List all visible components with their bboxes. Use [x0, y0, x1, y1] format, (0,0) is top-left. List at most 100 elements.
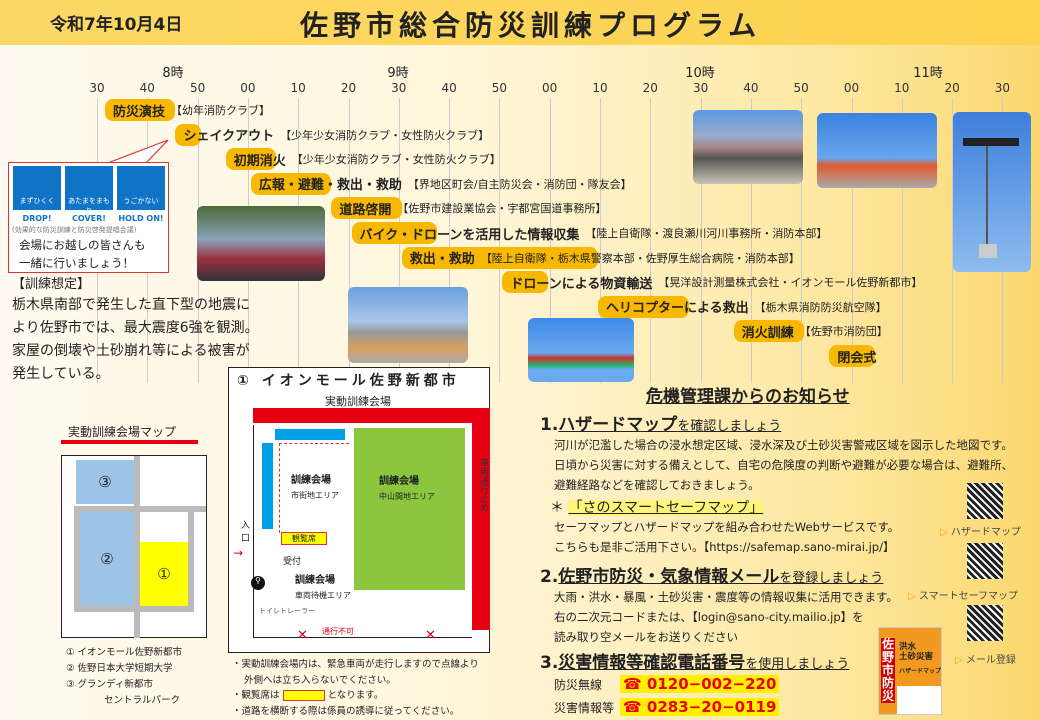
event-organizations: 【栃木県消防防災航空隊】	[754, 300, 887, 314]
event-title: 初期消火	[233, 153, 286, 169]
event-organizations: 【界地区町会/自主防災会・消防団・隊友会】	[407, 177, 632, 191]
event-title: シェイクアウト	[183, 129, 275, 145]
no-pass-label: 通行不可	[322, 627, 354, 636]
area-map: ③ ② ①	[61, 455, 207, 638]
phone-number[interactable]: ☎ 0120−002−220	[620, 675, 780, 693]
no-pass-x-icon: ✕	[297, 628, 308, 643]
notice-line: 読み取り空メールをお送りください	[554, 630, 738, 644]
minute-tick: 50	[189, 81, 206, 95]
hour-label: 9時	[387, 66, 409, 81]
notice-line: 避難経路などを確認しておきましょう。	[554, 478, 760, 492]
event-title: 救出・救助	[409, 252, 475, 268]
event-organizations: 【少年少女消防クラブ・女性防火クラブ】	[291, 153, 501, 167]
notice-line: 右の二次元コードまたは、【login@sano-city.mailio.jp】を	[554, 610, 864, 624]
minute-tick: 00	[542, 81, 558, 95]
minute-tick: 30	[692, 81, 709, 95]
venue-map: ① イオンモール佐野新都市 実動訓練会場 車両通行止め 訓練会場 市街地エリア …	[228, 367, 490, 653]
photo-crowd	[197, 206, 325, 281]
legend-item: ② 佐野日本大学短期大学	[66, 663, 173, 674]
scenario: 【訓練想定】 栃木県南部で発生した直下型の地震に より佐野市では、最大震度6強を…	[12, 276, 259, 386]
mail-heading: 佐野市防災・気象情報メール	[558, 567, 780, 587]
timeline-event: ヘリコプターによる救出【栃木県消防防災航空隊】	[597, 295, 887, 318]
note: 実動訓練会場内は、緊急車両が走行しますので点線より	[241, 659, 479, 670]
qr-code-smart-safe-map[interactable]	[967, 543, 1003, 579]
event-title-rest: による救出	[683, 301, 749, 317]
gridline	[952, 98, 954, 383]
hour-label: 10時	[685, 66, 715, 81]
minute-tick: 30	[391, 81, 407, 95]
minute-tick: 10	[894, 81, 910, 95]
page-title: 佐野市総合防災訓練プログラム	[300, 9, 762, 42]
gridline	[801, 98, 803, 383]
event-title: 道路啓開	[339, 202, 392, 218]
timeline-event: 防災演技【幼年消防クラブ】	[105, 99, 270, 121]
minute-tick: 10	[592, 81, 608, 95]
notice-line: 大雨・洪水・暴風・土砂災害・震度等の情報収集に活用できます。	[554, 590, 898, 604]
notice-section-1: 1.ハザードマップを確認しましょう 河川が氾濫した場合の浸水想定区域、浸水深及び…	[540, 410, 1013, 557]
qr-label: ▷ メール登録	[955, 655, 1016, 666]
minute-tick: 50	[491, 81, 508, 95]
event-duration-bar	[250, 172, 332, 195]
legend-item: ③ グランディ新都市	[66, 679, 153, 690]
scenario-heading: 【訓練想定】	[12, 277, 91, 292]
event-organizations: 【幼年消防クラブ】	[171, 104, 271, 117]
notice-line: 日頃から災害に対する備えとして、自宅の危険度の判断や避難が必要な場合は、避難所、	[554, 458, 1014, 472]
timeline-event: バイク・ドローンを活用した情報収集【陸上自衛隊・渡良瀬川河川事務所・消防本部】	[351, 222, 827, 244]
shakeout-callout: まずひくく あたまをまもり うごかない DROP! COVER! HOLD ON…	[8, 162, 169, 273]
hour-label: 11時	[913, 66, 943, 81]
qr-label: ▷ ハザードマップ	[940, 527, 1021, 538]
qr-label: ▷ スマートセーフマップ	[908, 591, 1018, 602]
scenario-line: より佐野市では、最大震度6強を観測。	[12, 320, 259, 336]
event-duration-bar	[401, 246, 598, 269]
entrance-label: 入口	[241, 521, 251, 544]
qr-code-mail[interactable]	[967, 605, 1003, 641]
spectator-seats: 観覧席	[281, 532, 327, 545]
event-organizations: 【陸上自衛隊・栃木県警察本部・佐野厚生総合病院・消防本部】	[480, 251, 800, 265]
shakeout-message-1: 会場にお越しの皆さんも	[19, 238, 146, 252]
gridline	[449, 98, 451, 383]
event-duration-bar	[829, 345, 875, 367]
minute-tick: 40	[139, 81, 155, 95]
photo-drill	[348, 287, 468, 363]
legend-item: ① イオンモール佐野新都市	[66, 647, 183, 658]
timeline-event: 閉会式	[829, 345, 876, 367]
event-title: ドローン	[510, 276, 562, 292]
event-title: 閉会式	[837, 350, 877, 366]
timeline-event: 道路啓開【佐野市建設業協会・宇都宮国道事務所】	[331, 197, 606, 220]
phone-number[interactable]: ☎ 0283−20−0119	[620, 698, 780, 716]
event-duration-bar	[502, 271, 548, 294]
qr-code-hazard-map[interactable]	[967, 483, 1003, 519]
gridline	[700, 98, 702, 383]
note: 観覧席は	[241, 690, 280, 701]
photo-helicopter	[528, 318, 634, 382]
photo-rescue	[817, 113, 937, 188]
notice-section-2: 2.佐野市防災・気象情報メールを登録しましょう 大雨・洪水・暴風・土砂災害・震度…	[540, 562, 898, 647]
notice-line: 河川が氾濫した場合の浸水想定区域、浸水深及び土砂災害警戒区域を図示した地図です。	[554, 438, 1013, 452]
drop-sign-icon: まずひくく	[13, 166, 61, 210]
minute-tick: 10	[290, 81, 306, 95]
gridline	[750, 98, 752, 383]
event-title: 消火訓練	[741, 325, 794, 341]
minute-tick: 30	[994, 81, 1011, 95]
event-duration-bar	[351, 222, 437, 244]
seating-blocks	[275, 429, 345, 440]
minute-tick: 00	[240, 81, 256, 95]
event-title: バイク・ドローン	[359, 227, 463, 243]
timeline-event: 消火訓練【佐野市消防団】	[733, 320, 888, 343]
phone-label: 防災無線	[554, 678, 603, 692]
photo-drone	[953, 112, 1031, 272]
seat-color-swatch	[282, 690, 325, 701]
hold-sign-icon: うごかない	[117, 166, 165, 210]
minute-tick: 20	[642, 81, 658, 95]
smart-safe-map-link[interactable]: 「さのスマートセーフマップ」	[568, 500, 764, 516]
scenario-line: 家屋の倒壊や土砂崩れ等による被害が	[12, 343, 250, 359]
timeline-event: 初期消火【少年少女消防クラブ・女性防火クラブ】	[225, 148, 501, 171]
entrance-arrow-icon: →	[233, 546, 244, 560]
gridline	[499, 98, 501, 383]
event-title-rest: による物資輸送	[561, 276, 653, 292]
event-duration-bar	[105, 99, 176, 121]
hazard-map-booklet: 佐野市防災 洪水 土砂災害 ハザードマップ	[878, 627, 942, 715]
timeline-event: 広報・避難・救出・救助【界地区町会/自主防災会・消防団・隊友会】	[250, 172, 632, 195]
minute-tick: 50	[793, 81, 809, 95]
notice-section-3: 3.災害情報等確認電話番号を使用しましょう 防災無線☎ 0120−002−220…	[540, 648, 849, 719]
